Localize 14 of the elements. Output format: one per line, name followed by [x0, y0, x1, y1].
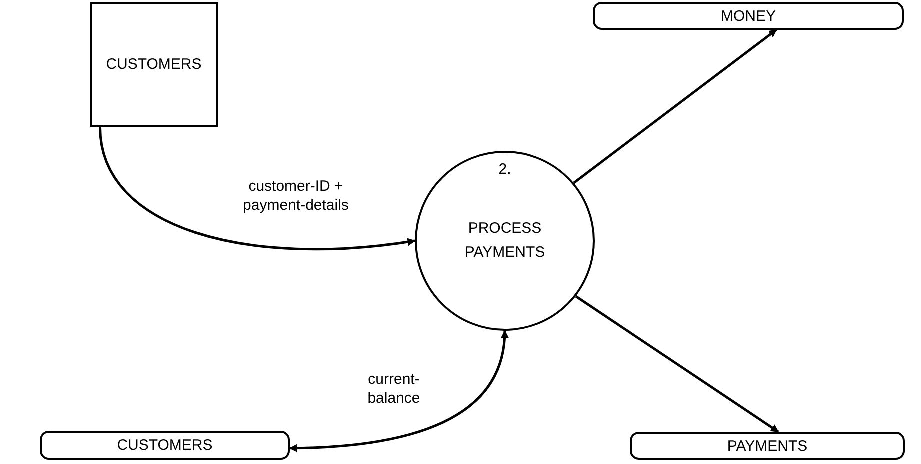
node-label: PAYMENTS	[727, 438, 808, 454]
process-name: PROCESS PAYMENTS	[464, 219, 546, 263]
node-label: CUSTOMERS	[117, 437, 213, 454]
data-store	[593, 2, 904, 30]
arrow	[573, 29, 778, 184]
data-store	[40, 431, 290, 460]
node-label: MONEY	[720, 8, 776, 24]
external-entity-box	[90, 2, 218, 127]
process-number: 2.	[498, 161, 512, 178]
arrow	[289, 330, 508, 452]
arrow	[99, 126, 416, 250]
node-label: CUSTOMERS	[106, 56, 202, 73]
data-store	[630, 432, 905, 460]
arrow	[575, 295, 780, 434]
